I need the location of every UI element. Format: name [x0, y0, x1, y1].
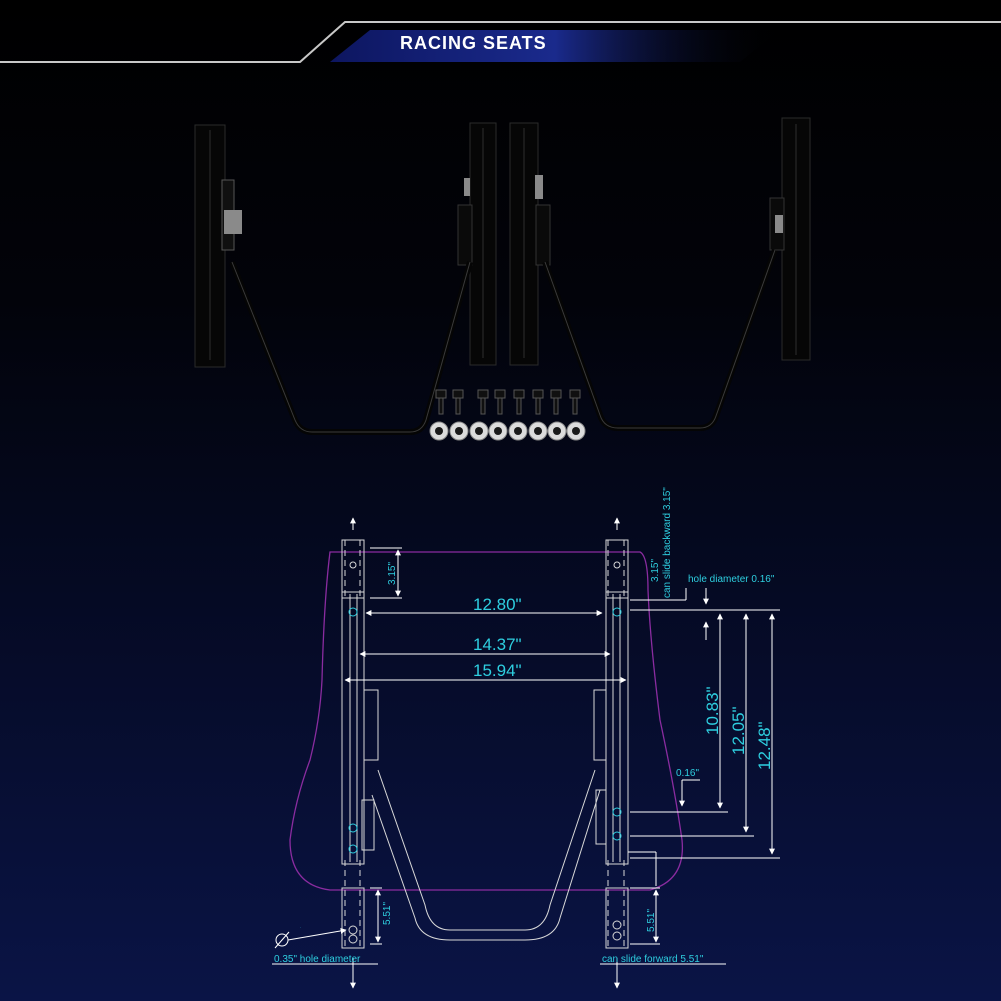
- dim-slide-forward-right: 5.51": [646, 909, 657, 932]
- dim-slide-back-note: can slide backward 3.15": [662, 487, 673, 598]
- washer-set: [429, 421, 586, 441]
- seat-outline: [289, 551, 684, 891]
- dim-length-12-48: 12.48": [755, 721, 774, 770]
- product-photo: [194, 117, 811, 441]
- dim-hole-large-note: 0.35" hole diameter: [274, 954, 361, 965]
- seat-slider-right: [509, 117, 811, 431]
- rail-right-drawing: [593, 539, 629, 950]
- seat-slider-left: [194, 122, 497, 435]
- length-dimension-lines: [630, 588, 780, 859]
- width-dimension-lines: [344, 610, 627, 683]
- dim-width-14-37: 14.37": [473, 635, 522, 654]
- dim-slide-forward-left: 5.51": [382, 902, 393, 925]
- dim-slide-back-left: 3.15": [387, 562, 398, 585]
- bolt-set: [435, 389, 581, 415]
- dim-hole-small-value: 0.16": [676, 768, 699, 779]
- dim-slide-forward-note: can slide forward 5.51": [602, 954, 704, 965]
- header-title: RACING SEATS: [400, 33, 547, 53]
- dim-width-12-80: 12.80": [473, 595, 522, 614]
- header-banner: [0, 21, 1001, 63]
- dim-length-12-05: 12.05": [729, 706, 748, 755]
- phi-symbol: Ø: [300, 927, 301, 929]
- rail-left-drawing: [341, 539, 379, 950]
- dim-hole-small-note: hole diameter 0.16": [688, 574, 775, 585]
- dim-length-10-83: 10.83": [703, 686, 722, 735]
- dim-slide-back-value: 3.15": [650, 559, 661, 582]
- dim-width-15-94: 15.94": [473, 661, 522, 680]
- connecting-bar-drawing: [377, 769, 596, 931]
